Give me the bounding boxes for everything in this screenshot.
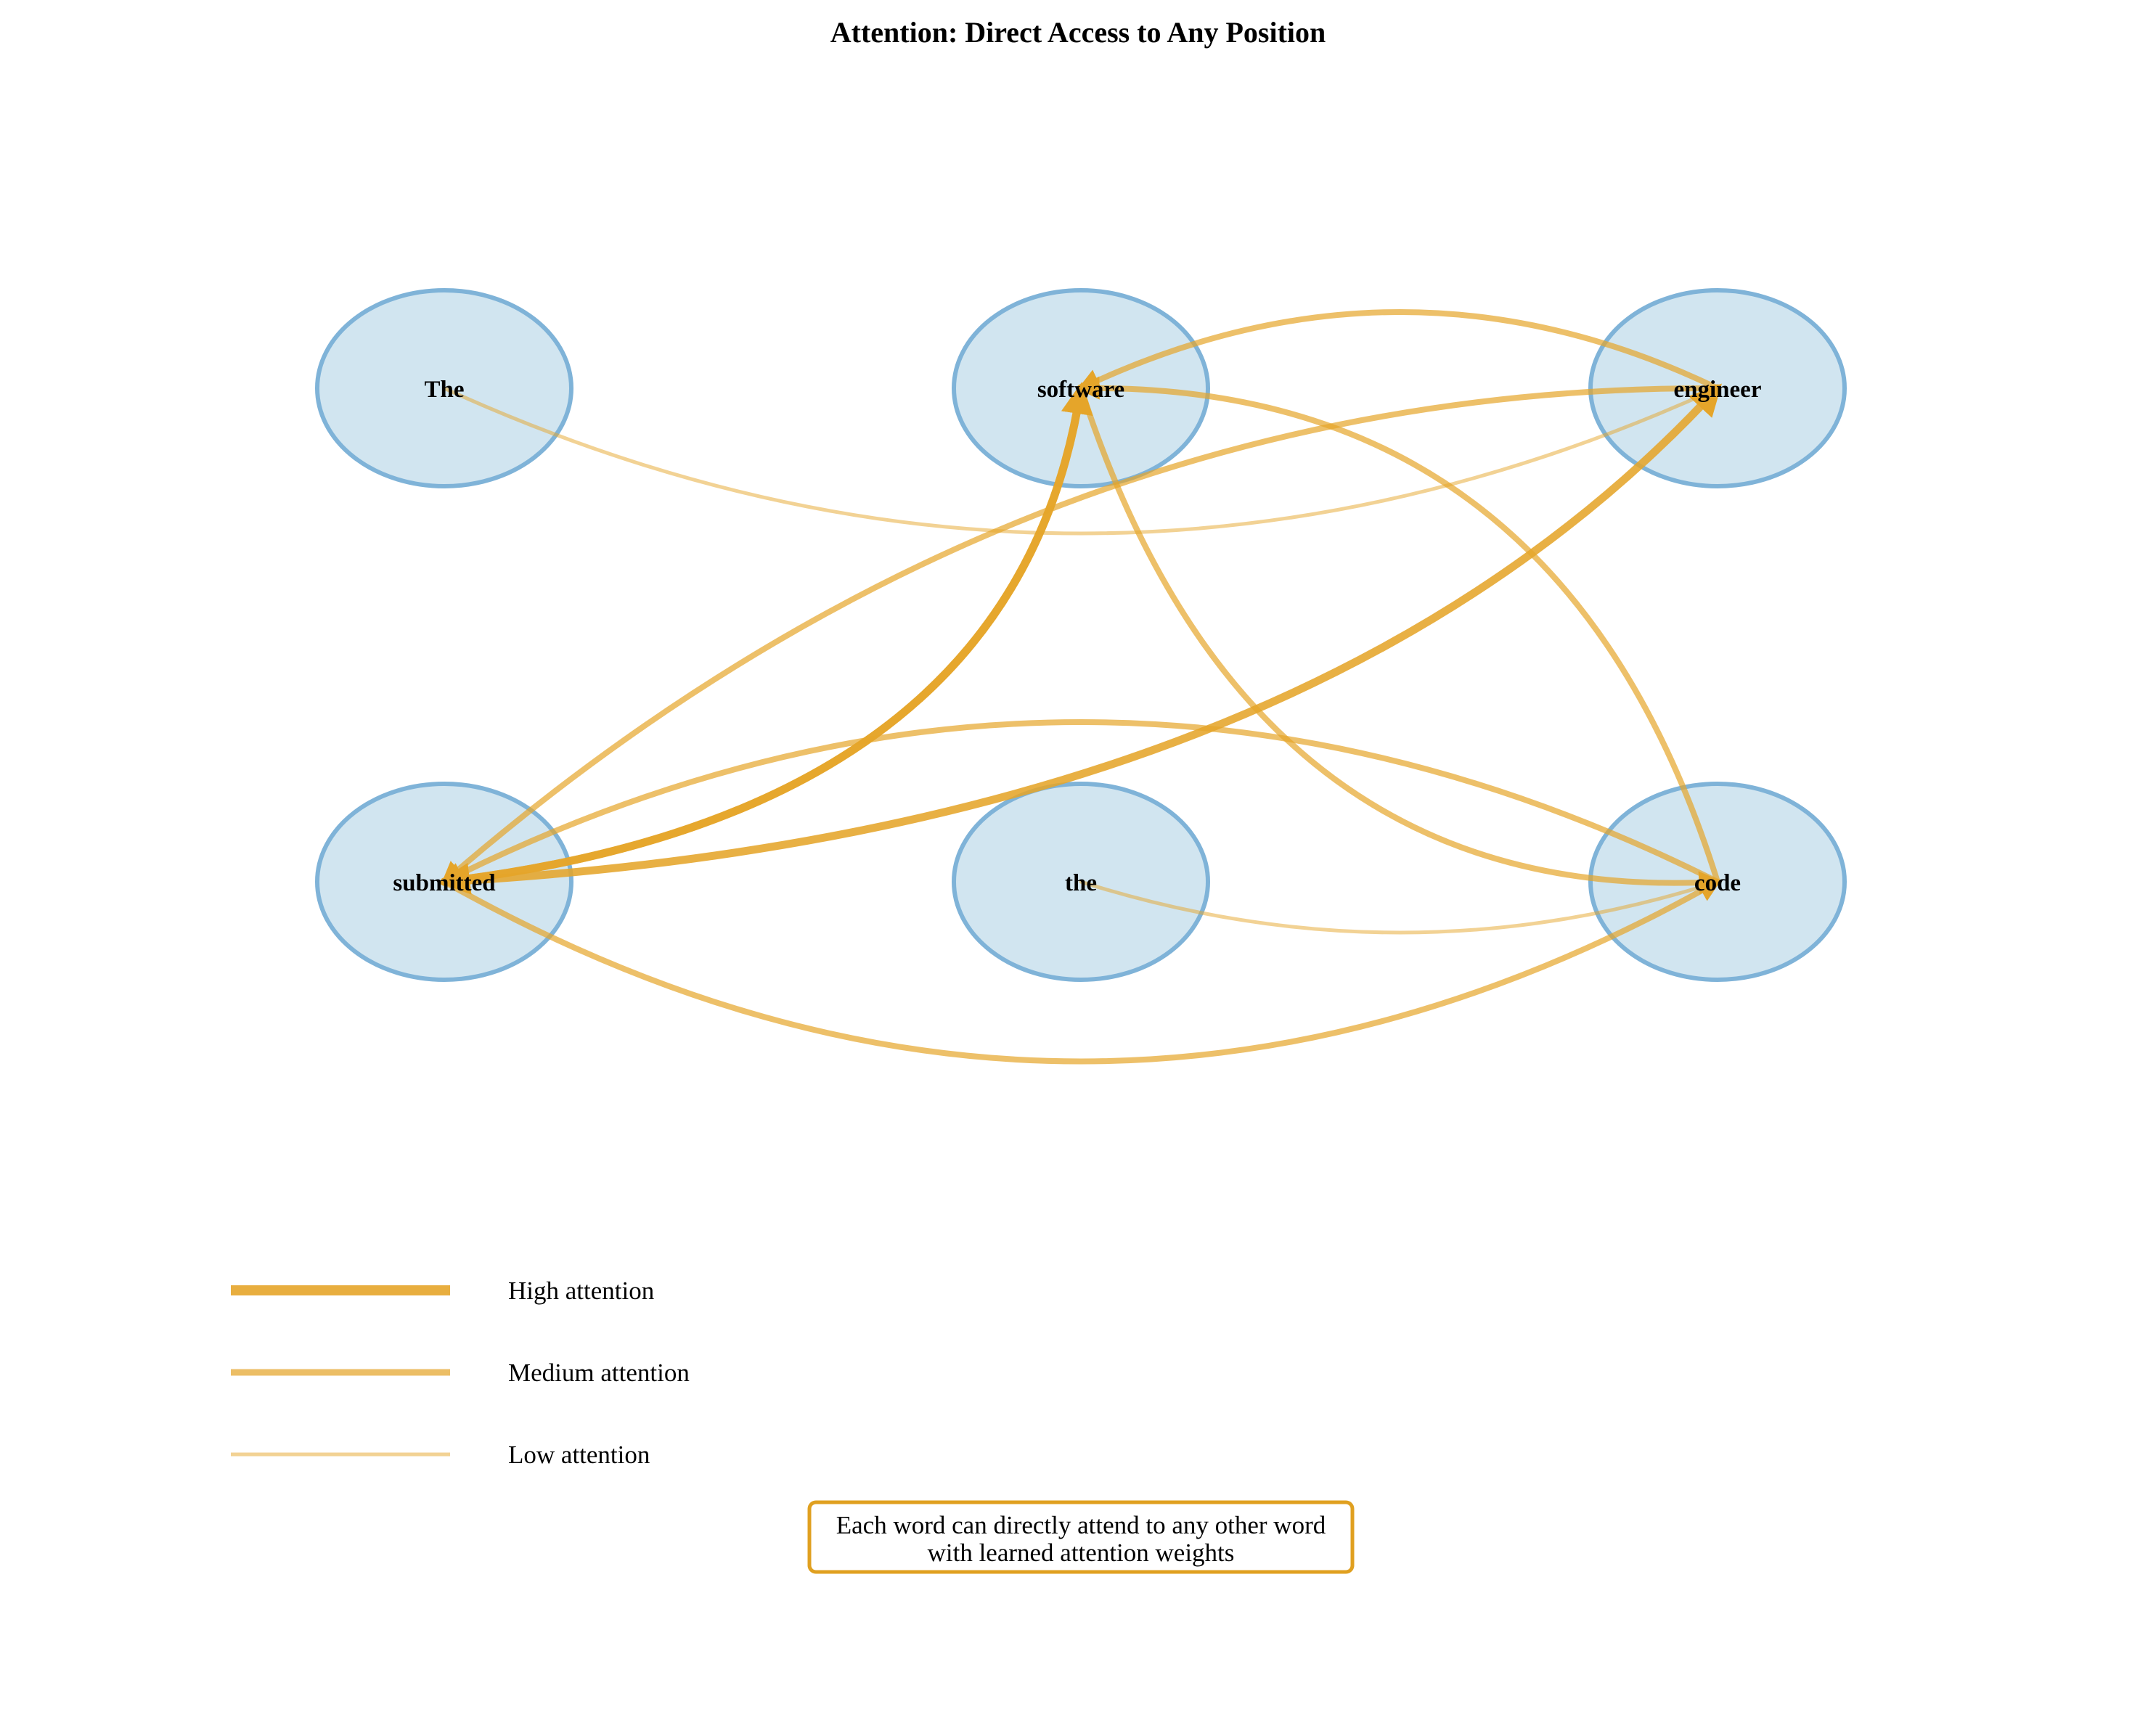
attention-edge-the_2-to-code [1079, 878, 1720, 935]
attention-edge-submitted-to-software [440, 382, 1093, 886]
legend-label-low: Low attention [508, 1441, 650, 1469]
node-label-software: software [1037, 377, 1124, 403]
labels-layer: The software engineer submitted the code [393, 377, 1761, 896]
note-box [807, 1500, 1355, 1574]
note-line-1: Each word can directly attend to any oth… [836, 1511, 1326, 1539]
attention-edge-the_1-to-engineer [442, 386, 1720, 536]
attention-edge-submitted-to-code [441, 879, 1722, 1065]
note-line-2: with learned attention weights [928, 1539, 1235, 1567]
diagram-title: Attention: Direct Access to Any Position [830, 16, 1326, 49]
legend-label-medium: Medium attention [508, 1359, 690, 1387]
attention-edge-submitted-to-engineer [440, 383, 1722, 886]
node-label-the_2: the [1065, 870, 1097, 896]
node-label-the_1: The [424, 377, 464, 403]
explanation-note: Each word can directly attend to any oth… [807, 1500, 1355, 1574]
attention-edge-code-to-submitted [440, 719, 1720, 885]
node-label-engineer: engineer [1674, 377, 1762, 403]
nodes-layer [315, 288, 1847, 982]
node-label-code: code [1694, 870, 1741, 896]
attention-edge-software-to-submitted [438, 384, 1085, 895]
edges-layer [438, 309, 1723, 1065]
legend-label-high: High attention [508, 1277, 654, 1305]
legend: High attention Medium attention Low atte… [231, 1277, 690, 1469]
attention-edge-engineer-to-software [1077, 309, 1720, 391]
node-label-submitted: submitted [393, 870, 495, 896]
attention-edge-software-to-code [1078, 385, 1723, 895]
attention-edge-code-to-software [1076, 376, 1720, 885]
